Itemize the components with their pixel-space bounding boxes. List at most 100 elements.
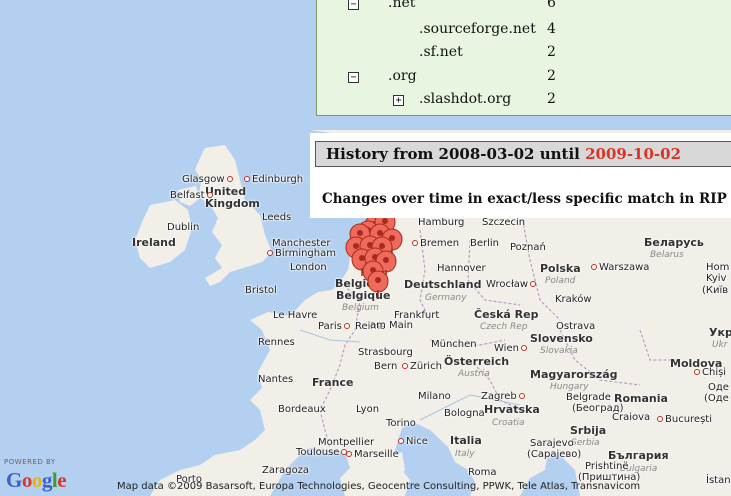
city-ostrava: Ostrava <box>556 321 596 332</box>
country-hungary: Hungary <box>550 382 589 392</box>
city-krakow: Kraków <box>555 294 592 305</box>
city-sarajevo-local: (Сарајево) <box>527 449 582 460</box>
google-logo[interactable]: Google <box>6 468 67 492</box>
domain-tree-panel: − .net 6 .sourceforge.net 4 .sf.net 2 − … <box>316 0 731 116</box>
city-bremen: Bremen <box>410 238 459 249</box>
country-hrvatska: Hrvatska <box>484 403 540 416</box>
city-le-havre: Le Havre <box>273 310 318 321</box>
city-rennes: Rennes <box>258 337 295 348</box>
city-belfast: Belfast <box>170 190 215 201</box>
country-belarus-local: Беларусь <box>644 236 704 249</box>
city-prishtine: Prishtinë <box>585 461 629 472</box>
city-kyiv-local: (Київ <box>702 285 729 296</box>
country-croatia: Croatia <box>492 418 525 428</box>
history-heading-text: History from 2008-03-02 until <box>326 145 586 163</box>
city-lyon: Lyon <box>356 404 380 415</box>
tree-row-name: .org <box>388 68 417 84</box>
tree-row-count: 2 <box>547 44 556 60</box>
city-odesa: Оде <box>708 382 729 393</box>
history-heading: History from 2008-03-02 until 2009-10-02 <box>315 141 731 167</box>
city-odesa-local: (Оде <box>704 393 729 404</box>
tree-row-name: .slashdot.org <box>419 91 512 107</box>
city-paris: Paris <box>318 321 352 332</box>
city-nice: Nice <box>396 436 428 447</box>
city-szczecin: Szczecin <box>482 217 526 228</box>
city-leeds: Leeds <box>262 212 292 223</box>
tree-row[interactable]: − .org 2 <box>317 68 731 88</box>
country-italia: Italia <box>450 434 482 447</box>
city-istan: İstan <box>706 475 731 486</box>
tree-row-count: 6 <box>547 0 556 11</box>
country-polska: Polska <box>540 262 581 275</box>
country-romania: Romania <box>614 392 668 405</box>
tree-row[interactable]: .sf.net 2 <box>317 44 731 64</box>
country-slovensko: Slovensko <box>530 332 593 345</box>
collapse-toggle-icon[interactable]: − <box>348 0 359 10</box>
tree-row-name: .net <box>388 0 416 11</box>
city-warszawa: Warszawa <box>589 262 649 273</box>
map-pin[interactable] <box>367 270 389 299</box>
city-zaragoza: Zaragoza <box>262 465 310 476</box>
country-germany: Germany <box>425 293 467 303</box>
city-poznan: Poznań <box>510 242 546 253</box>
country-deutschland: Deutschland <box>404 278 482 291</box>
tree-row-count: 2 <box>547 68 556 84</box>
city-craiova: Craiova <box>612 412 651 423</box>
city-strasbourg: Strasbourg <box>358 347 413 358</box>
country-srbija: Srbija <box>570 424 607 437</box>
tree-row[interactable]: − .net 6 <box>317 0 731 15</box>
country-united-kingdom: United Kingdom <box>205 185 260 210</box>
city-kyiv: Kyiv <box>706 273 727 284</box>
country-slovakia: Slovakia <box>540 346 578 356</box>
city-belgrade-local: (Београд) <box>572 403 624 414</box>
country-poland: Poland <box>545 276 576 286</box>
city-porto: Porto <box>176 474 202 485</box>
city-frankfurt: Frankfurt <box>394 310 440 321</box>
country-ireland: Ireland <box>132 236 176 249</box>
country-serbia: Serbia <box>571 438 600 448</box>
history-panel: History from 2008-03-02 until 2009-10-02… <box>310 133 731 218</box>
country-osterreich: Österreich <box>444 355 510 368</box>
map-attribution: Map data ©2009 Basarsoft, Europa Technol… <box>117 481 641 492</box>
city-berlin: Berlin <box>470 238 500 249</box>
city-manchester: Manchester <box>272 238 331 249</box>
tree-row-count: 4 <box>547 21 556 37</box>
tree-row[interactable]: + .slashdot.org 2 <box>317 91 731 111</box>
city-edinburgh: Edinburgh <box>242 174 303 185</box>
city-sarajevo: Sarajevo <box>530 438 574 449</box>
city-roma: Roma <box>468 467 497 478</box>
tree-row-name: .sf.net <box>419 44 463 60</box>
country-austria: Austria <box>458 369 490 379</box>
city-london: London <box>290 262 327 273</box>
history-changes-title: Changes over time in exact/less specific… <box>322 191 727 207</box>
tree-row-count: 2 <box>547 91 556 107</box>
tree-row[interactable]: .sourceforge.net 4 <box>317 21 731 41</box>
city-chisinau: Chiși <box>692 367 726 378</box>
country-belarus: Belarus <box>650 250 684 260</box>
city-wien: Wien <box>494 343 529 354</box>
collapse-toggle-icon[interactable]: − <box>348 72 359 83</box>
city-torino: Torino <box>386 418 416 429</box>
city-wroclaw: Wrocław <box>486 279 538 290</box>
city-am-main: am Main <box>370 320 413 331</box>
city-hom: Hom <box>706 262 730 273</box>
country-france: France <box>312 376 354 389</box>
city-zurich: Zürich <box>400 361 442 372</box>
city-glasgow: Glasgow <box>182 174 235 185</box>
city-munchen: München <box>431 339 477 350</box>
city-bordeaux: Bordeaux <box>278 404 326 415</box>
city-nantes: Nantes <box>258 374 294 385</box>
expand-toggle-icon[interactable]: + <box>393 95 404 106</box>
country-czech: Czech Rep <box>480 322 528 332</box>
country-ukr: Укр <box>709 326 731 339</box>
country-belgie: België <box>335 277 374 290</box>
country-belgique: Belgique <box>336 289 391 302</box>
city-montpellier: Montpellier <box>318 437 375 448</box>
city-bern: Bern <box>374 361 398 372</box>
city-birmingham: Birmingham <box>265 248 336 259</box>
city-hannover: Hannover <box>437 263 486 274</box>
city-hamburg: Hamburg <box>418 217 465 228</box>
country-belgium: Belgium <box>342 303 379 313</box>
city-zagreb: Zagreb <box>481 391 527 402</box>
country-bulgaria-local: България <box>608 449 669 462</box>
